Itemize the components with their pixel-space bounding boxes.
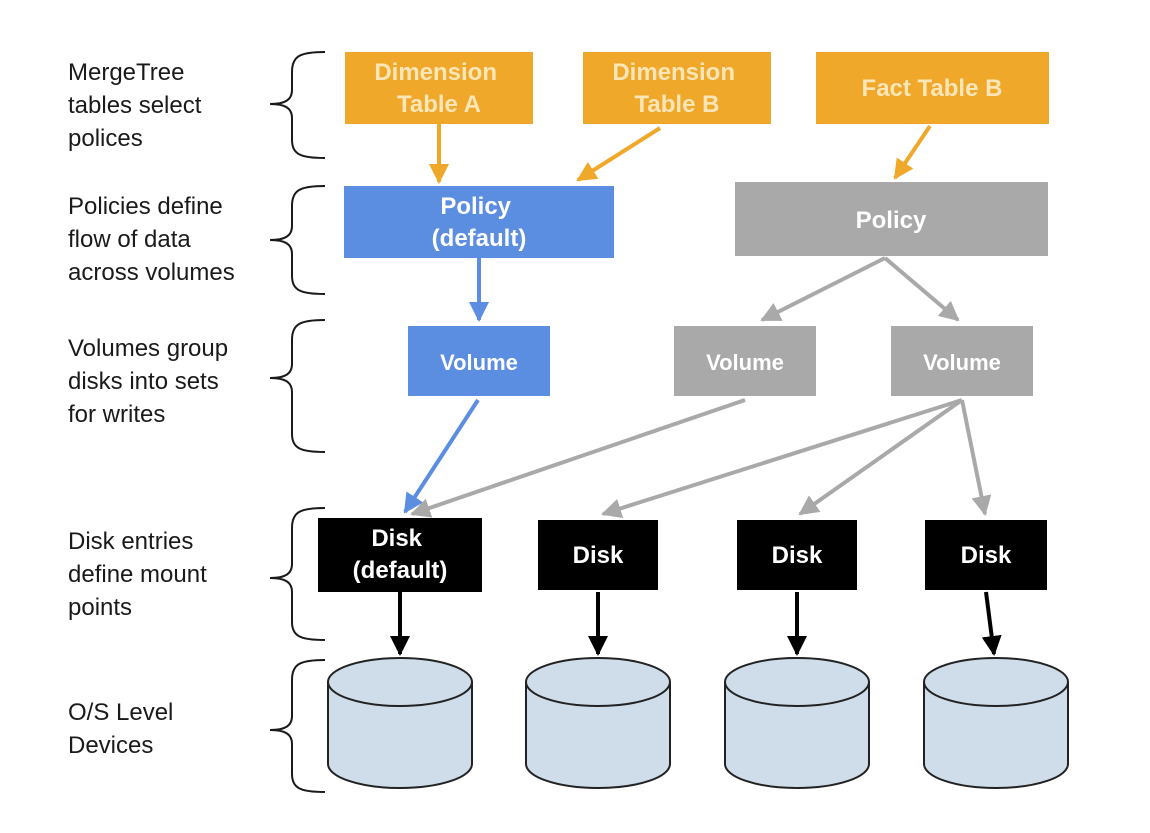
box-label-line: Dimension <box>374 59 497 86</box>
svg-text:Disk: Disk <box>573 542 624 569</box>
os-device-cylinder-2 <box>525 657 671 789</box>
row-label-line: Disk entries <box>68 528 193 555</box>
box-label-line: Disk <box>772 542 823 569</box>
arrow-fact-table-to-policy <box>893 124 932 180</box>
svg-text:Disk: Disk <box>961 542 1012 569</box>
svg-text:Dimension Table A: Dimension Table A <box>374 59 503 118</box>
brace-disks <box>269 507 326 641</box>
box-label-line: Volume <box>706 350 784 375</box>
svg-text:Policy: Policy <box>856 207 927 234</box>
arrow-volume-3-to-disk-3 <box>798 398 964 516</box>
os-device-cylinder-1 <box>327 657 473 789</box>
box-label-line: Disk <box>961 542 1012 569</box>
arrow-policy-to-volume-3 <box>883 256 960 322</box>
row-label-line: across volumes <box>68 259 235 286</box>
arrow-volume-2-to-disk-default <box>410 398 746 518</box>
row-label-line: Policies define <box>68 193 223 220</box>
row-label-devices: O/S Level Devices <box>68 699 180 759</box>
arrow-volume-3-to-disk-4 <box>960 399 992 516</box>
dimension-table-b-box: Dimension Table B <box>583 52 771 124</box>
dimension-table-a-box: Dimension Table A <box>345 52 533 124</box>
disk-box-3: Disk <box>737 520 857 590</box>
disk-default-box: Disk (default) <box>318 518 482 592</box>
arrow-volume-3-to-disk-2 <box>601 398 963 519</box>
svg-text:Disk (default): Disk (default) <box>353 525 448 584</box>
fact-table-b-box: Fact Table B <box>816 52 1049 124</box>
row-label-line: points <box>68 594 132 621</box>
box-label-line: Table A <box>397 91 481 118</box>
brace-devices <box>269 659 326 793</box>
row-label-line: Volumes group <box>68 335 228 362</box>
box-label-line: Fact Table B <box>862 75 1003 102</box>
policy-box: Policy <box>735 182 1048 256</box>
svg-text:Volume: Volume <box>706 350 784 375</box>
box-label-line: (default) <box>432 225 527 252</box>
volume-default-box: Volume <box>408 326 550 396</box>
svg-text:Dimension Table B: Dimension Table B <box>612 59 741 118</box>
box-label-line: Disk <box>573 542 624 569</box>
box-label-line: Policy <box>440 193 511 220</box>
disk-box-2: Disk <box>538 520 658 590</box>
row-label-line: polices <box>68 125 143 152</box>
svg-text:Disk: Disk <box>772 542 823 569</box>
arrow-policy-to-volume-2 <box>760 256 886 322</box>
svg-text:Volume: Volume <box>923 350 1001 375</box>
os-device-cylinder-4 <box>923 657 1069 789</box>
policy-default-box: Policy (default) <box>344 186 614 258</box>
row-label-tables: MergeTree tables select polices <box>68 59 208 152</box>
box-label-line: Disk <box>371 525 422 552</box>
arrow-table-b-to-policy-default <box>576 126 662 182</box>
arrow-disk-4-to-device-4 <box>981 591 1002 656</box>
os-device-cylinder-3 <box>724 657 870 789</box>
svg-text:Fact Table B: Fact Table B <box>862 75 1003 102</box>
svg-text:Volume: Volume <box>440 350 518 375</box>
box-label-line: Table B <box>635 91 720 118</box>
row-label-line: flow of data <box>68 226 191 253</box>
row-label-line: O/S Level <box>68 699 173 726</box>
row-label-volumes: Volumes group disks into sets for writes <box>68 335 235 428</box>
row-label-line: disks into sets <box>68 368 219 395</box>
row-label-disks: Disk entries define mount points <box>68 528 213 621</box>
volume-box-2: Volume <box>674 326 816 396</box>
disk-box-4: Disk <box>925 520 1047 590</box>
arrow-volume-1-to-disk-default <box>403 398 480 514</box>
row-label-line: tables select <box>68 92 202 119</box>
box-label-line: Volume <box>440 350 518 375</box>
row-label-line: Devices <box>68 732 153 759</box>
box-label-line: Policy <box>856 207 927 234</box>
box-label-line: Dimension <box>612 59 735 86</box>
svg-text:Policy (default): Policy (default) <box>432 193 527 252</box>
box-label-line: (default) <box>353 557 448 584</box>
brace-volumes <box>269 319 326 453</box>
row-label-line: for writes <box>68 401 165 428</box>
brace-policies <box>269 185 326 295</box>
row-label-line: define mount <box>68 561 207 588</box>
brace-tables <box>269 51 326 159</box>
row-label-line: MergeTree <box>68 59 184 86</box>
row-label-policies: Policies define flow of data across volu… <box>68 193 235 286</box>
box-label-line: Volume <box>923 350 1001 375</box>
volume-box-3: Volume <box>891 326 1033 396</box>
